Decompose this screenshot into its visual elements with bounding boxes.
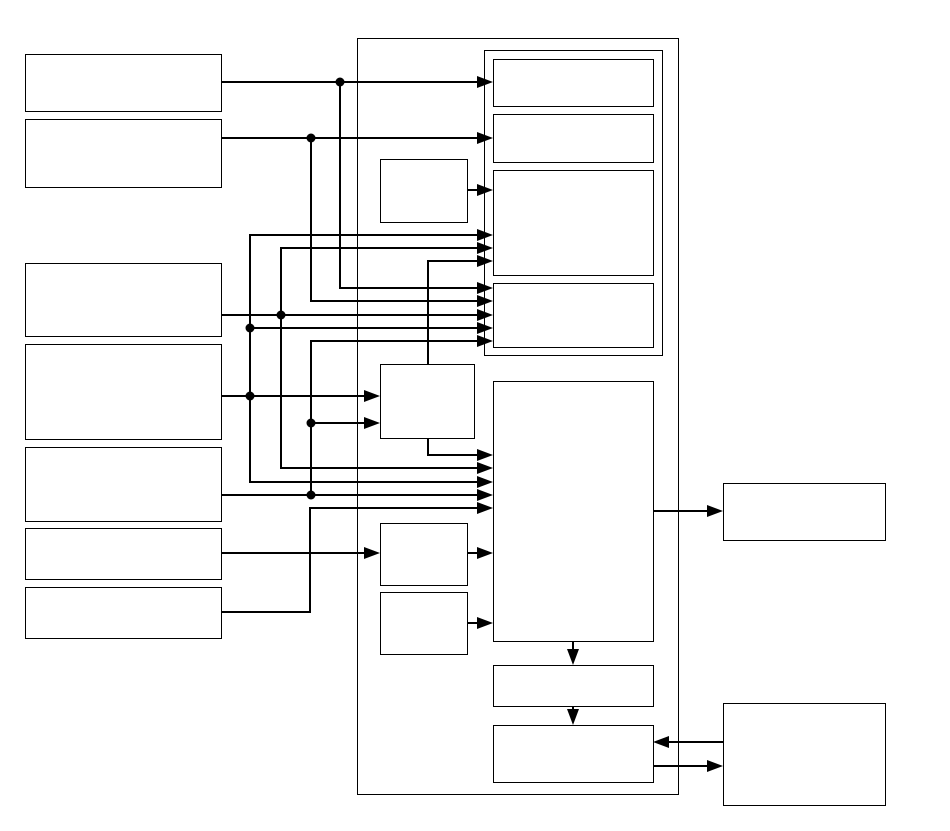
- upper-block-3: [493, 170, 654, 276]
- arrowhead-middle-b: [364, 417, 380, 429]
- arrowhead-lower2-from-output2: [653, 736, 669, 748]
- bus-vertical-340: [339, 82, 480, 289]
- lower-block-2: [493, 725, 654, 783]
- arrowhead-central-e: [477, 502, 493, 514]
- arrowhead-upper3-d: [477, 255, 493, 267]
- bus-vertical-311: [310, 138, 480, 302]
- junction-dot-311-423: [306, 418, 316, 428]
- arrowhead-central-d: [477, 489, 493, 501]
- upper-group-frame: [484, 50, 663, 356]
- junction-dot-311-495: [306, 490, 316, 500]
- arrowhead-central-b: [477, 462, 493, 474]
- arrowheads: [364, 76, 723, 772]
- main-unit-frame: [357, 38, 679, 795]
- small-block-lower-1: [380, 523, 468, 586]
- arrowhead-central-a: [477, 449, 493, 461]
- arrowhead-upper4-d: [477, 322, 493, 334]
- arrowhead-central-from-small2: [477, 617, 493, 629]
- junction-dot-311-138: [306, 133, 316, 143]
- bus-vertical-250: [249, 234, 480, 483]
- output-block-2: [723, 703, 886, 806]
- junction-dot-250-396: [245, 391, 255, 401]
- arrowhead-upper3-a: [477, 184, 493, 196]
- junction-dot-250-328: [245, 323, 255, 333]
- input-block-2: [25, 119, 222, 188]
- junction-dot-340-82: [335, 77, 345, 87]
- arrowhead-upper2: [477, 132, 493, 144]
- arrowhead-upper4-b: [477, 295, 493, 307]
- connection-wires: [221, 81, 723, 767]
- arrowhead-upper4-c: [477, 309, 493, 321]
- input-block-5: [25, 447, 222, 522]
- junction-dots: [245, 77, 345, 500]
- arrowhead-upper4-a: [477, 282, 493, 294]
- wire-input7-to-central: [221, 507, 480, 613]
- output-block-1: [723, 483, 886, 541]
- arrowhead-middle-a: [364, 390, 380, 402]
- upper-block-1: [493, 59, 654, 107]
- bus-vertical-428: [427, 260, 480, 364]
- arrowhead-upper1: [477, 76, 493, 88]
- bus-vertical-281: [280, 247, 480, 469]
- wire-middle-to-central: [427, 438, 480, 456]
- arrowhead-output2-from-lower2: [707, 760, 723, 772]
- arrowhead-lower1: [567, 649, 579, 665]
- arrowhead-upper4-e: [477, 335, 493, 347]
- arrowhead-small1-in: [364, 547, 380, 559]
- arrowhead-central-from-small1: [477, 547, 493, 559]
- upper-block-2: [493, 114, 654, 163]
- input-block-3: [25, 263, 222, 337]
- arrowhead-output1: [707, 505, 723, 517]
- arrowhead-upper3-c: [477, 242, 493, 254]
- arrowhead-central-c: [477, 476, 493, 488]
- input-block-4: [25, 344, 222, 440]
- arrowhead-lower2: [567, 709, 579, 725]
- upper-block-4: [493, 283, 654, 348]
- wire-upper4-feed: [310, 340, 480, 495]
- junction-dot-281-315: [276, 310, 286, 320]
- arrowhead-upper3-b: [477, 229, 493, 241]
